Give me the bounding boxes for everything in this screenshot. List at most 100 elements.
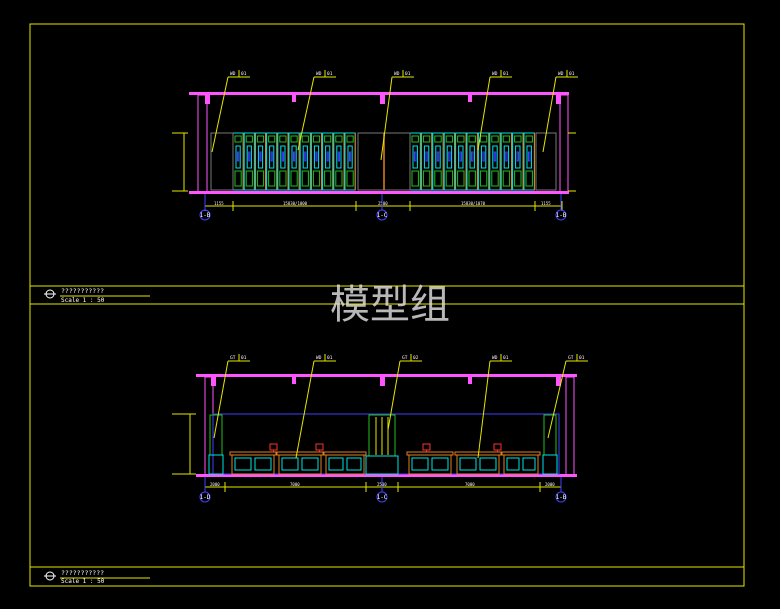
desk-lamp (422, 443, 431, 452)
material-tag: WD 01 (211, 70, 250, 153)
wall-panel (232, 132, 244, 191)
wall-panel (254, 132, 267, 191)
desk-lamp (493, 443, 502, 452)
axis-label: 1-C (377, 494, 388, 501)
end-screen-left (210, 132, 234, 191)
tag-code: GT (402, 355, 408, 361)
material-tag: WD 01 (477, 70, 512, 151)
desk (323, 451, 367, 475)
material-tag: WD 01 (542, 70, 578, 153)
floor-line (196, 474, 577, 477)
tag-number: 01 (327, 71, 333, 77)
wall-panel (466, 132, 478, 191)
dim-label: 1155 (214, 201, 224, 206)
wall-panel (299, 132, 311, 191)
drawing-title: ??????????? (61, 569, 104, 577)
panel-group-right (409, 132, 535, 191)
panel-group-left (232, 132, 356, 191)
tag-code: WD (316, 71, 322, 77)
tag-number: 01 (503, 71, 509, 77)
material-tag: GT 01 (213, 354, 250, 439)
wall-panel (523, 132, 535, 191)
drawing-scale: Scale 1 : 50 (61, 578, 105, 585)
wall-panel (322, 132, 334, 191)
tag-code: WD (230, 71, 236, 77)
drawing-scale: Scale 1 : 50 (61, 297, 105, 304)
tag-number: 02 (413, 355, 419, 361)
sheet-border (29, 23, 745, 587)
dim-label: 7000 (290, 482, 300, 487)
axis-label: 1-B (556, 212, 567, 219)
axis-label: 1-B (200, 212, 211, 219)
wall-panel (266, 132, 278, 191)
tag-code: WD (558, 71, 564, 77)
tag-number: 01 (241, 355, 247, 361)
desk (501, 451, 541, 475)
tag-number: 01 (405, 71, 411, 77)
drawing-title: ??????????? (61, 287, 104, 295)
tag-code: WD (394, 71, 400, 77)
wall-panel (420, 132, 433, 191)
material-tag: WD 01 (380, 70, 414, 161)
dim-label: 15830/1000 (283, 201, 308, 206)
elevation-1: 1155 15830/1000 2500 15830/1070 1155 1-B… (44, 70, 578, 304)
tag-code: GT (568, 355, 574, 361)
floor-line (189, 191, 569, 194)
axis-label: 1-D (200, 494, 211, 501)
wall-panel (243, 132, 255, 191)
wall-panel (288, 132, 300, 191)
dim-label: 2000 (210, 482, 220, 487)
tag-number: 01 (579, 355, 585, 361)
column-right (559, 94, 569, 194)
dim-label: 2500 (378, 201, 388, 206)
material-tag: GT 01 (547, 354, 588, 439)
dim-label: 7000 (465, 482, 475, 487)
ceiling-pendants (205, 95, 561, 104)
wall-panel (277, 132, 289, 191)
ceiling-band (196, 374, 577, 377)
material-tag: WD 01 (295, 354, 336, 459)
end-screen-right (535, 132, 557, 191)
wall-panel (455, 132, 467, 191)
desk (229, 451, 277, 475)
pillar-left (208, 414, 224, 475)
wall-panel (477, 132, 490, 191)
wall-panel (432, 132, 444, 191)
ceiling-band (189, 92, 569, 95)
tag-code: WD (492, 71, 498, 77)
elevation-2: 2000 7000 2500 7000 2000 1-D 1-C 1-B GT0… (44, 354, 588, 585)
dim-label: 15830/1070 (461, 201, 486, 206)
tag-number: 01 (569, 71, 575, 77)
wall-panel (443, 132, 456, 191)
desk (406, 451, 454, 475)
dim-label: 1155 (541, 201, 551, 206)
material-tag: GT 02 (387, 354, 422, 431)
desk-lamp (269, 443, 278, 452)
center-screen (365, 414, 399, 475)
tag-number: 01 (327, 355, 333, 361)
pillar-right (542, 414, 558, 475)
wall-panel (344, 132, 356, 191)
wall-panel (500, 132, 513, 191)
ceiling-pendants (211, 377, 561, 386)
wall-panel (310, 132, 323, 191)
wall-panel (489, 132, 501, 191)
tag-number: 01 (503, 355, 509, 361)
desk-lamp (315, 443, 324, 452)
column-left (197, 94, 208, 194)
wall-panel (512, 132, 524, 191)
tag-code: GT (230, 355, 236, 361)
wall-panel (409, 132, 421, 191)
axis-label: 1-C (377, 212, 388, 219)
desk (276, 451, 324, 475)
tag-number: 01 (241, 71, 247, 77)
dim-label: 2000 (545, 482, 555, 487)
material-tag: WD 01 (297, 70, 336, 151)
wall-panel (333, 132, 345, 191)
watermark: 模型组 (330, 282, 450, 328)
tag-code: WD (316, 355, 322, 361)
column-right (565, 376, 575, 476)
axis-label: 1-B (556, 494, 567, 501)
